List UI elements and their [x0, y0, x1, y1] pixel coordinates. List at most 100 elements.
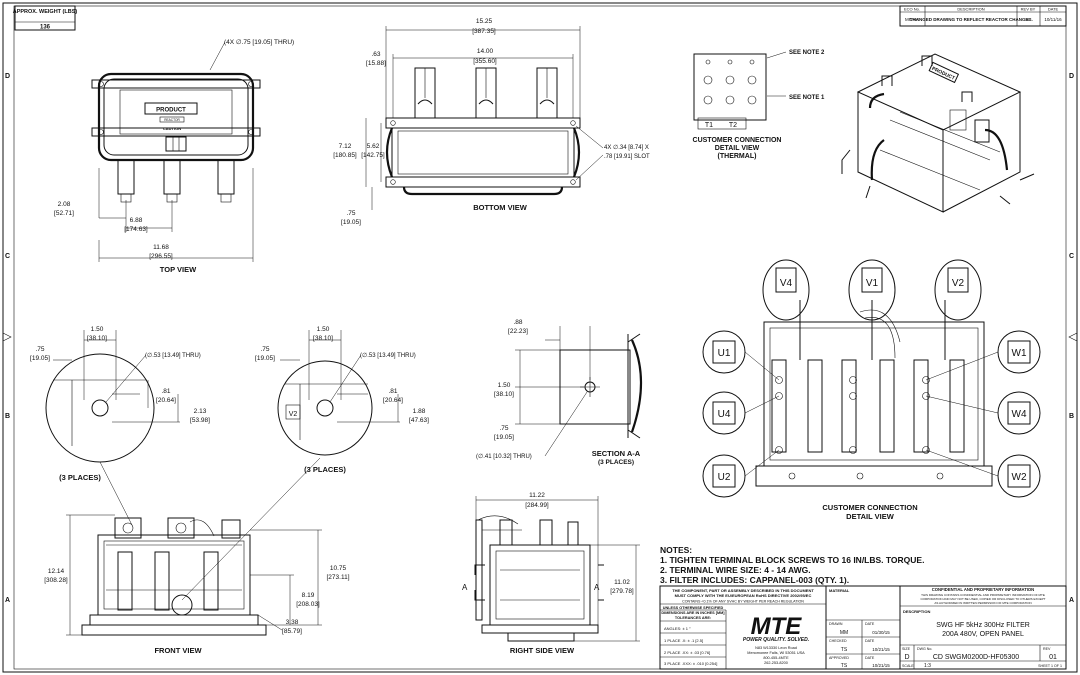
sheet-inner-border [13, 5, 1067, 670]
mte-logo: MTE [751, 613, 803, 640]
terminal-u4-label: U4 [718, 409, 731, 420]
tb-drawn-date: 01/30/15 [872, 630, 890, 635]
zone-letter-right-c: C [1069, 253, 1074, 260]
tb-size-label: SIZE [902, 647, 911, 651]
zone-letter-right-a: A [1069, 597, 1074, 604]
tb-address-1: N83 W13330 Leon Road [755, 646, 797, 650]
dim-819-mm: [208.03] [296, 601, 320, 608]
terminal-w1-label: W1 [1012, 348, 1027, 359]
tb-tol-2: DIMENSIONS ARE IN INCHES [MM] [661, 611, 725, 615]
dim-1122-mm: [284.99] [525, 502, 549, 509]
terminal-u4: U4 [702, 391, 746, 435]
top-view: PRODUCT REACTOR CAUTION 2.08 [52.71] 6.8… [54, 39, 294, 274]
tb-date-label-3: DATE [865, 656, 875, 660]
dim-819: 8.19 [302, 592, 315, 599]
iso-product-label: PRODUCT [931, 66, 956, 82]
rev-header-by: REV BY [1021, 7, 1036, 12]
zone-letter-left-d: D [5, 73, 10, 80]
weight-value: 136 [40, 25, 51, 31]
tb-place-1: 1 PLACE .X: ± .1 [2.5] [664, 638, 703, 643]
tb-dwg-label: DWG No. [917, 647, 932, 651]
dim-338: 3.38 [286, 619, 299, 626]
tb-drawn-label: DRAWN [829, 622, 843, 626]
dim-hole-053-b: (∅.53 [13.49] THRU) [360, 352, 416, 359]
tb-tol-1: UNLESS OTHERWISE SPECIFIED [663, 606, 724, 610]
tb-approved-date: 10/21/15 [872, 663, 890, 668]
dim-338-mm: [85.79] [282, 628, 302, 635]
terminal-w2-label: W2 [1012, 472, 1027, 483]
dim-562: 5.62 [367, 143, 380, 150]
dim-1525: 15.25 [476, 18, 493, 25]
zone-letter-left-c: C [5, 253, 10, 260]
dim-slot-2: .78 [19.91] SLOT [604, 154, 650, 160]
dim-688-mm: [174.63] [124, 226, 148, 233]
dim-188: 1.88 [413, 408, 426, 415]
dim-150-b-mm: [38.10] [313, 335, 333, 342]
zone-letter-left-a: A [5, 597, 10, 604]
dim-063-mm: [15.88] [366, 60, 386, 67]
title-block: THE COMPONENT, PART OR ASSEMBLY DESCRIBE… [659, 585, 1067, 670]
thermal-detail-view: SEE NOTE 2 SEE NOTE 1 T1 T2 CUSTOMER CON… [693, 50, 825, 160]
dim-063: .63 [371, 51, 380, 58]
tb-description-label: DESCRIPTION [903, 609, 930, 614]
section-marker-a-left: A [462, 583, 468, 592]
tb-rev-label: REV [1043, 647, 1051, 651]
tb-size: D [904, 654, 909, 661]
notes-title: NOTES: [660, 545, 692, 555]
rev-header-eco: ECO No. [904, 7, 920, 12]
right-side-view: A A 11.22 [284.99] 11.02 [279.78] RIGHT … [462, 492, 640, 655]
tb-phone-1: 800-455-4MTE [763, 656, 789, 660]
tb-scale-label: SCALE [902, 664, 914, 668]
terminal-w1: W1 [997, 330, 1041, 374]
dim-150-a: 1.50 [91, 326, 104, 333]
tb-dwg-number: CD SWGM0200D-HF05300 [933, 654, 1019, 661]
three-places-a: (3 PLACES) [59, 473, 101, 482]
dim-1102: 11.02 [614, 579, 630, 586]
dim-712-mm: [180.85] [333, 152, 357, 159]
tb-conf-4: AS AUTHORIZED IN WRITTEN PERMISSION OF M… [934, 601, 1031, 605]
tb-place-3: 3 PLACE .XXX: ± .010 [0.254] [664, 661, 717, 666]
tb-compliance-2: MUST COMPLY WITH THE EU/EUROPEAN RoHS DI… [675, 593, 812, 598]
terminal-v4-label: V4 [780, 278, 793, 289]
connection-title-1: CUSTOMER CONNECTION [822, 503, 917, 512]
terminal-v2-label: V2 [952, 278, 965, 289]
section-title: SECTION A-A [592, 449, 641, 458]
dim-088: .88 [513, 319, 522, 326]
rev-header-date: DATE [1048, 7, 1059, 12]
dim-688: 6.88 [130, 217, 143, 224]
section-a-a: .88 [22.23] 1.50 [38.10] .75 [19.05] (∅.… [476, 319, 643, 466]
note-2: 2. TERMINAL WIRE SIZE: 4 - 14 AWG. [660, 565, 811, 575]
thermal-t2: T2 [729, 122, 737, 129]
note-1: 1. TIGHTEN TERMINAL BLOCK SCREWS TO 16 I… [660, 555, 924, 565]
dim-081-a-mm: [20.64] [156, 397, 176, 404]
rev-by: SL [1025, 17, 1031, 22]
terminal-w2: W2 [997, 454, 1041, 498]
top-product-label: PRODUCT [156, 108, 186, 114]
terminal-w4: W4 [997, 391, 1041, 435]
thermal-title-1: CUSTOMER CONNECTION [693, 137, 782, 144]
tb-angles: ANGLES: ± 1 ° [664, 626, 691, 631]
dim-1400-mm: [355.60] [473, 58, 497, 65]
dim-150-b: 1.50 [317, 326, 330, 333]
zone-letter-right-b: B [1069, 413, 1074, 420]
dim-1168-mm: [296.55] [149, 253, 173, 260]
dim-1102-mm: [279.78] [610, 588, 634, 595]
three-places-b: (3 PLACES) [304, 465, 346, 474]
bottom-view: 15.25 [387.35] 14.00 [355.60] .63 [15.88… [333, 18, 650, 226]
terminal-u2-label: U2 [718, 472, 731, 483]
tb-sheet: SHEET 1 OF 1 [1038, 664, 1062, 668]
tb-date-label-1: DATE [865, 622, 875, 626]
dim-1122: 11.22 [529, 492, 545, 499]
terminal-v1-label: V1 [866, 278, 879, 289]
dim-075-c-mm: [19.05] [494, 434, 514, 441]
rev-eco: M7F64 [905, 17, 920, 22]
dim-1075: 10.75 [330, 565, 347, 572]
top-caution-label: CAUTION [163, 126, 181, 131]
terminal-v1: V1 [848, 259, 896, 321]
tb-tol-3: TOLERANCES ARE: [675, 616, 711, 620]
terminal-v2: V2 [934, 259, 982, 321]
terminal-w4-label: W4 [1012, 409, 1027, 420]
dim-188-mm: [47.63] [409, 417, 429, 424]
revision-block: ECO No. DESCRIPTION REV BY DATE M7F64 CH… [899, 5, 1067, 27]
